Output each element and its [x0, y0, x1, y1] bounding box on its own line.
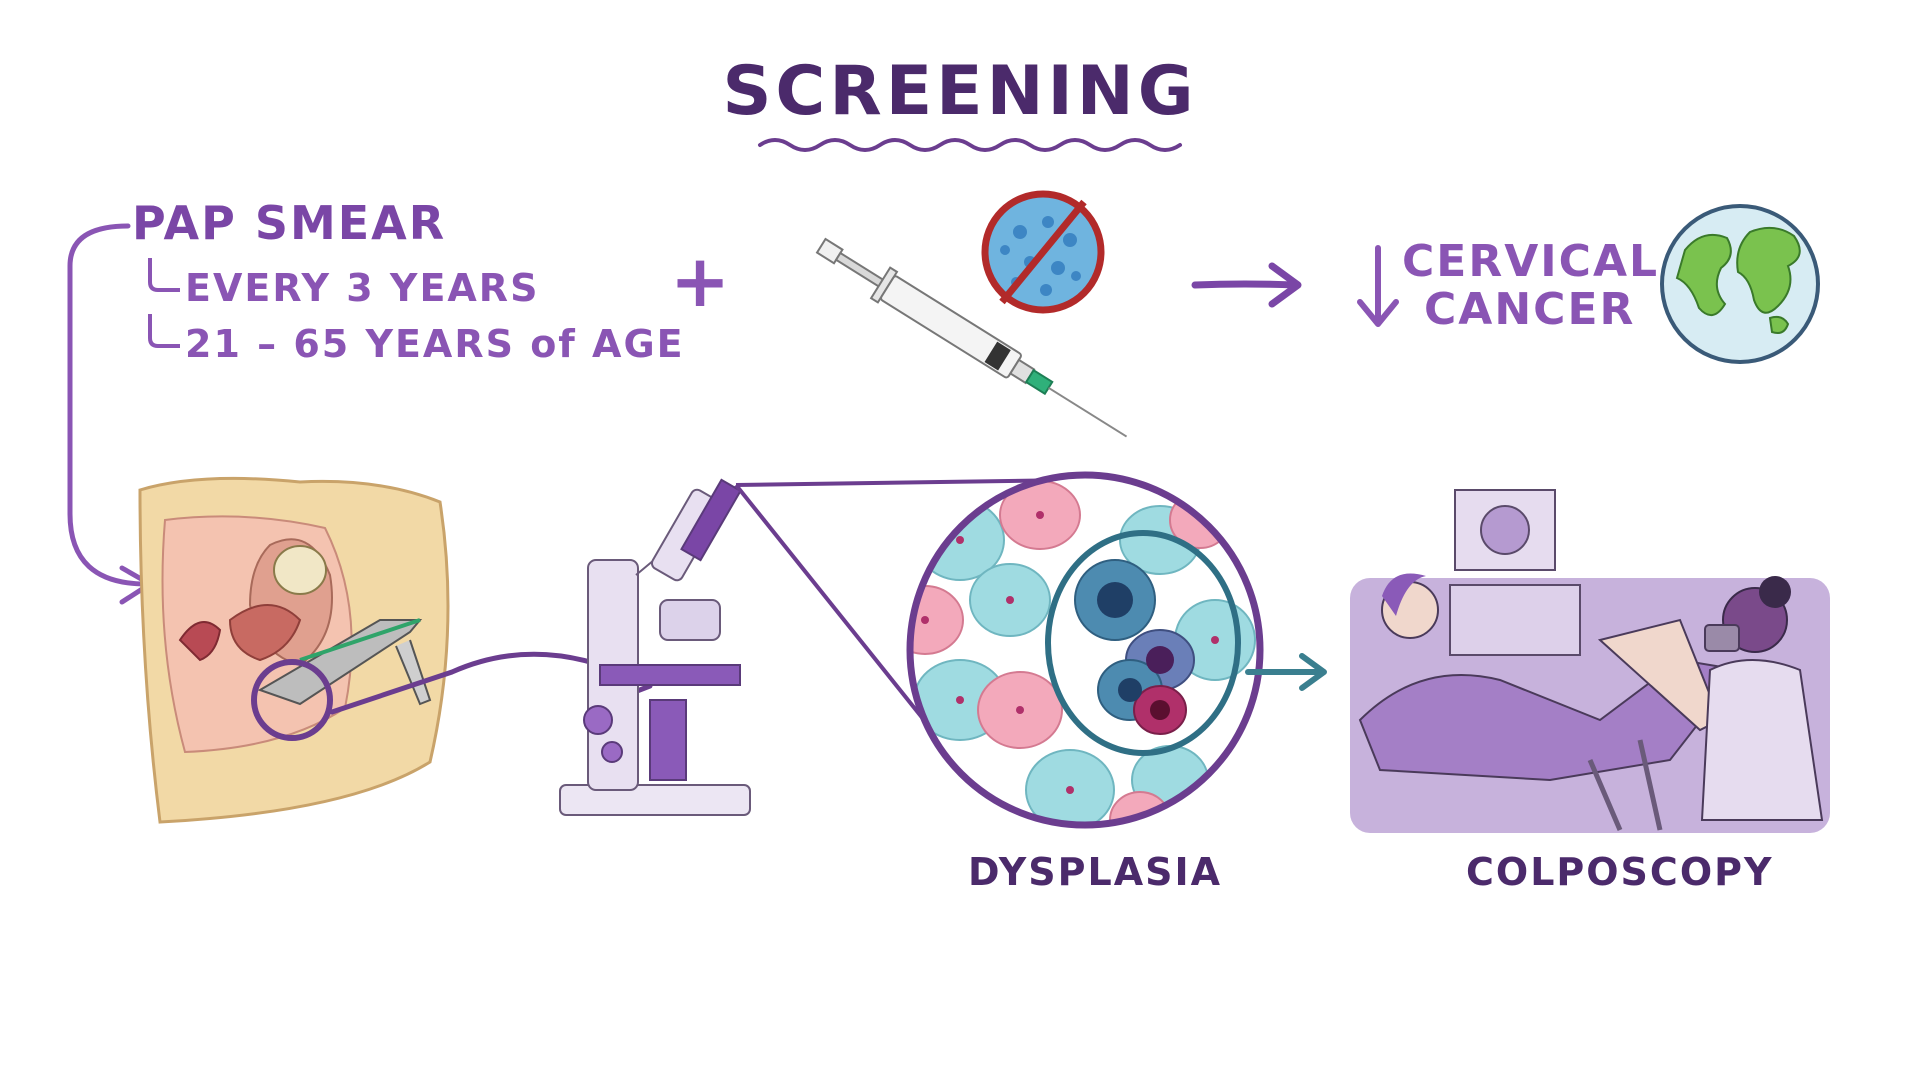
- pap-bracket-2: [148, 314, 180, 348]
- pap-age-range-label: 21 – 65 YEARS of AGE: [185, 322, 685, 366]
- colposcopy-label: COLPOSCOPY: [1466, 850, 1774, 894]
- down-arrow-icon: [1357, 245, 1399, 327]
- magnify-line-top: [735, 478, 1076, 487]
- dysplasia-label: DYSPLASIA: [968, 850, 1223, 894]
- cervical-label: CERVICAL: [1402, 236, 1660, 287]
- dysplastic-cells: [1074, 559, 1195, 735]
- globe-icon: [1660, 204, 1820, 364]
- right-arrow-icon: [1191, 262, 1302, 308]
- dysplasia-magnified-view: [910, 475, 1260, 825]
- dysplasia-to-colposcopy-arrow: [1245, 653, 1327, 691]
- syringe-icon: [815, 237, 1128, 438]
- no-virus-icon: [981, 190, 1105, 314]
- pap-smear-label: PAP SMEAR: [132, 196, 447, 250]
- pap-to-anatomy-arrow: [67, 223, 149, 587]
- plus-sign: +: [670, 239, 730, 323]
- colposcopy-illustration: [1350, 489, 1830, 833]
- page-title: SCREENING: [722, 52, 1198, 131]
- title-underline: [758, 138, 1182, 152]
- cancer-label: CANCER: [1424, 284, 1636, 335]
- pelvic-anatomy-illustration: [138, 476, 450, 824]
- pap-frequency-label: EVERY 3 YEARS: [185, 266, 540, 310]
- microscope-icon: [559, 478, 751, 816]
- pap-bracket-1: [148, 258, 180, 292]
- dysplasia-highlight-ring: [1045, 530, 1241, 756]
